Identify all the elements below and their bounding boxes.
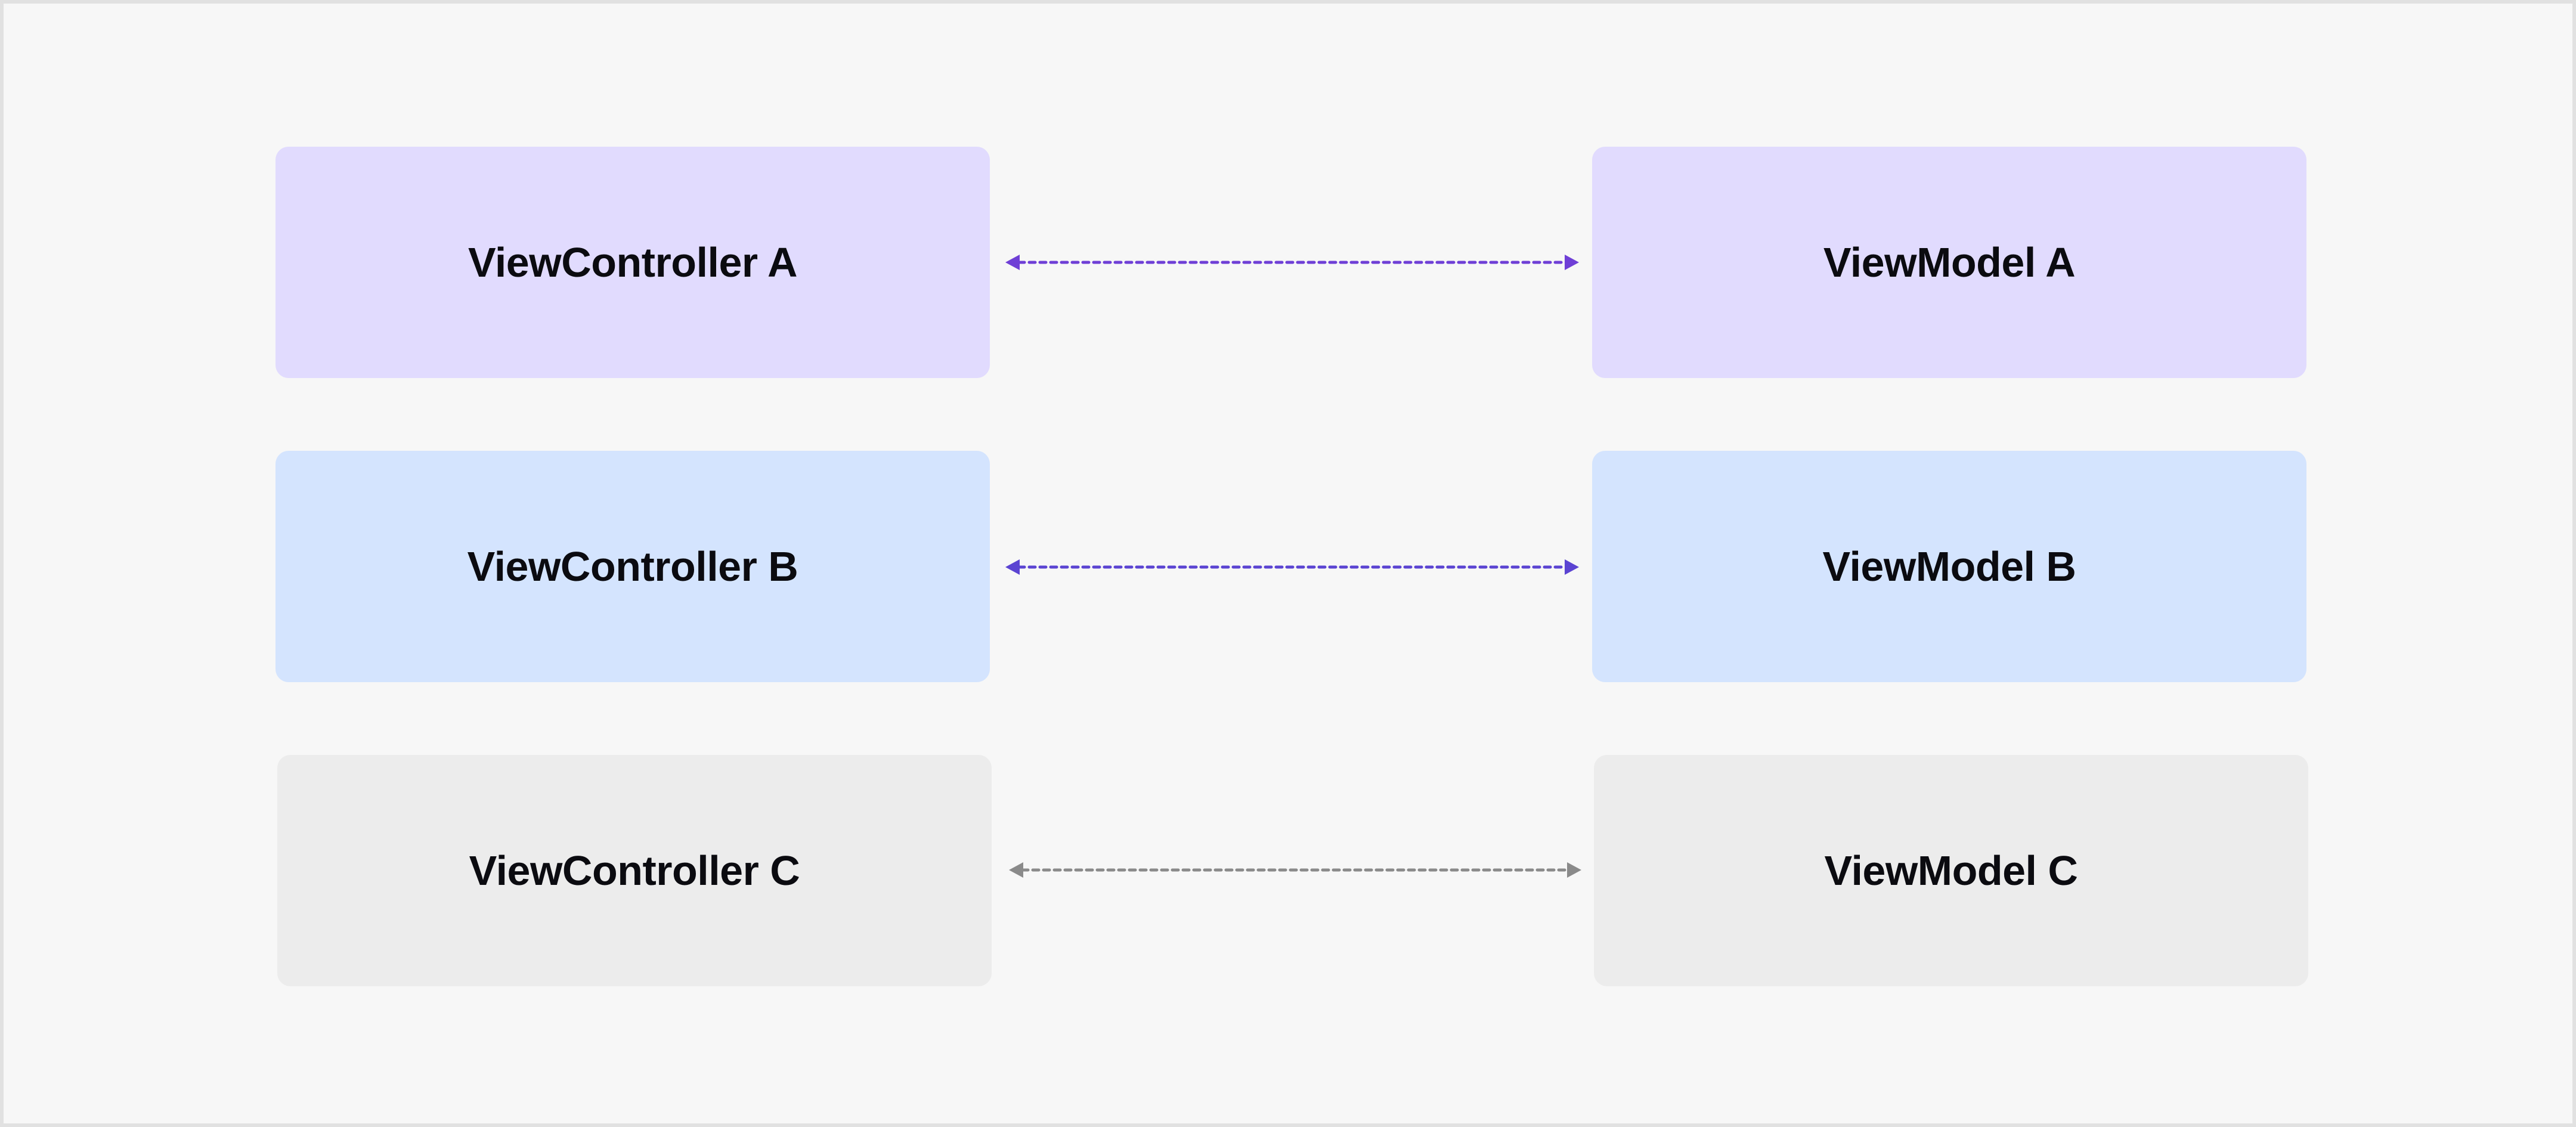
- connector-c: [1009, 862, 1581, 878]
- viewmodel-a-box: ViewModel A: [1592, 147, 2306, 378]
- viewcontroller-c-box: ViewController C: [277, 755, 992, 986]
- viewcontroller-a-label: ViewController A: [467, 239, 798, 286]
- viewmodel-c-label: ViewModel C: [1824, 847, 2078, 894]
- viewcontroller-c-label: ViewController C: [469, 847, 800, 894]
- connector-a-arrow-right-icon: [1565, 255, 1579, 270]
- connector-a: [1005, 255, 1579, 270]
- viewmodel-b-box: ViewModel B: [1592, 451, 2306, 682]
- connector-a-arrow-left-icon: [1005, 255, 1020, 270]
- connector-b-arrow-right-icon: [1565, 559, 1579, 575]
- connector-c-arrow-left-icon: [1009, 862, 1023, 878]
- viewmodel-b-label: ViewModel B: [1822, 543, 2076, 590]
- viewcontroller-b-label: ViewController B: [467, 543, 798, 590]
- viewcontroller-b-box: ViewController B: [275, 451, 990, 682]
- viewmodel-c-box: ViewModel C: [1594, 755, 2308, 986]
- connector-b-arrow-left-icon: [1005, 559, 1020, 575]
- viewcontroller-a-box: ViewController A: [275, 147, 990, 378]
- viewmodel-a-label: ViewModel A: [1823, 239, 2076, 286]
- connector-b: [1005, 559, 1579, 575]
- connector-c-arrow-right-icon: [1567, 862, 1581, 878]
